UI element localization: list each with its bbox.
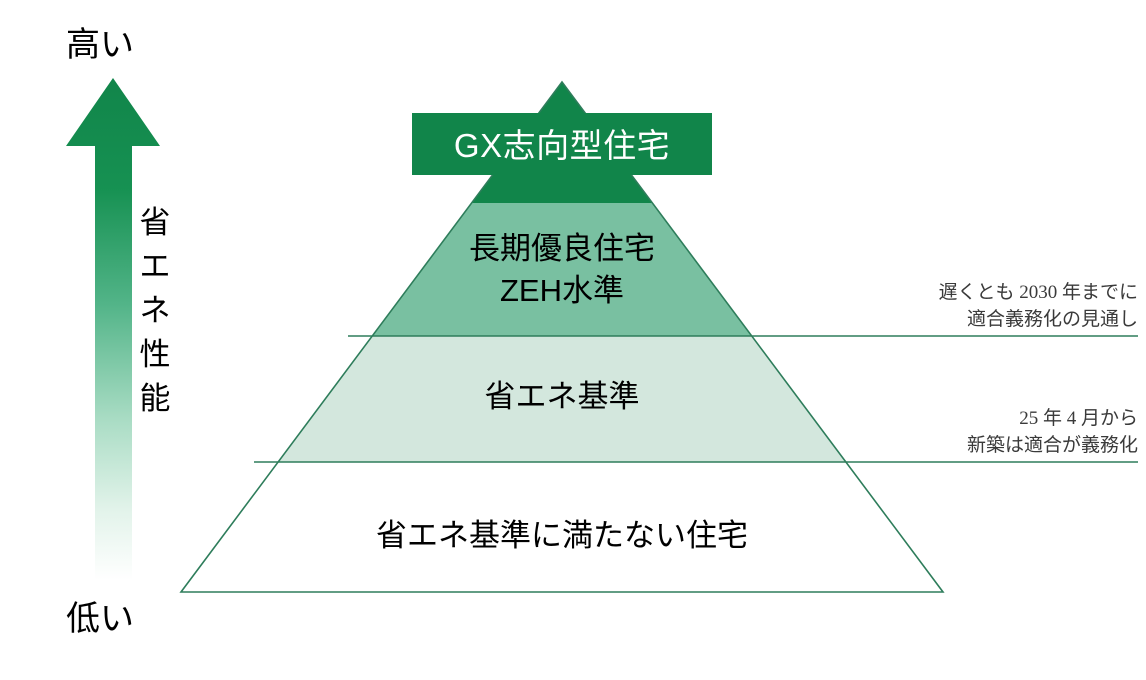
axis-vertical-char-0: 省 (140, 205, 171, 240)
gx-banner-label: GX志向型住宅 (454, 127, 670, 164)
axis-high-label: 高い (66, 26, 134, 64)
annotation-2025-line1: 25 年 4 月から (1019, 407, 1138, 429)
pyramid-tier-choki-yuryo-label-line2: ZEH水準 (500, 273, 624, 308)
axis-vertical-char-2: ネ (140, 293, 171, 328)
gx-banner-box (412, 113, 712, 175)
pyramid-tier-choki-yuryo-label-line1: 長期優良住宅 (469, 231, 655, 266)
axis-low-label: 低い (66, 600, 134, 638)
axis-vertical-char-1: エ (140, 249, 171, 284)
gx-banner: GX志向型住宅 (412, 113, 712, 175)
pyramid-tier-shoene-kijun-label: 省エネ基準 (485, 379, 640, 414)
pyramid-tier-below-standard-label: 省エネ基準に満たない住宅 (376, 518, 748, 553)
axis-vertical-char-4: 能 (140, 381, 171, 416)
pyramid-tier-below-standard-fill (181, 462, 943, 592)
performance-axis: 高い 低い 省 エ ネ 性 能 (66, 26, 171, 638)
axis-vertical-char-3: 性 (140, 337, 171, 372)
axis-vertical-label: 省 エ ネ 性 能 (140, 205, 171, 416)
annotation-2025-line2: 新築は適合が義務化 (967, 434, 1138, 456)
annotation-2030-line2: 適合義務化の見通し (967, 308, 1138, 330)
annotation-2030-line1: 遅くとも 2030 年までに (938, 281, 1138, 303)
pyramid-outline (179, 80, 945, 593)
upward-arrow-icon (66, 78, 160, 580)
annotation-2025: 25 年 4 月から 新築は適合が義務化 (870, 407, 1138, 463)
annotation-2030: 遅くとも 2030 年までに 適合義務化の見通し (776, 281, 1138, 337)
